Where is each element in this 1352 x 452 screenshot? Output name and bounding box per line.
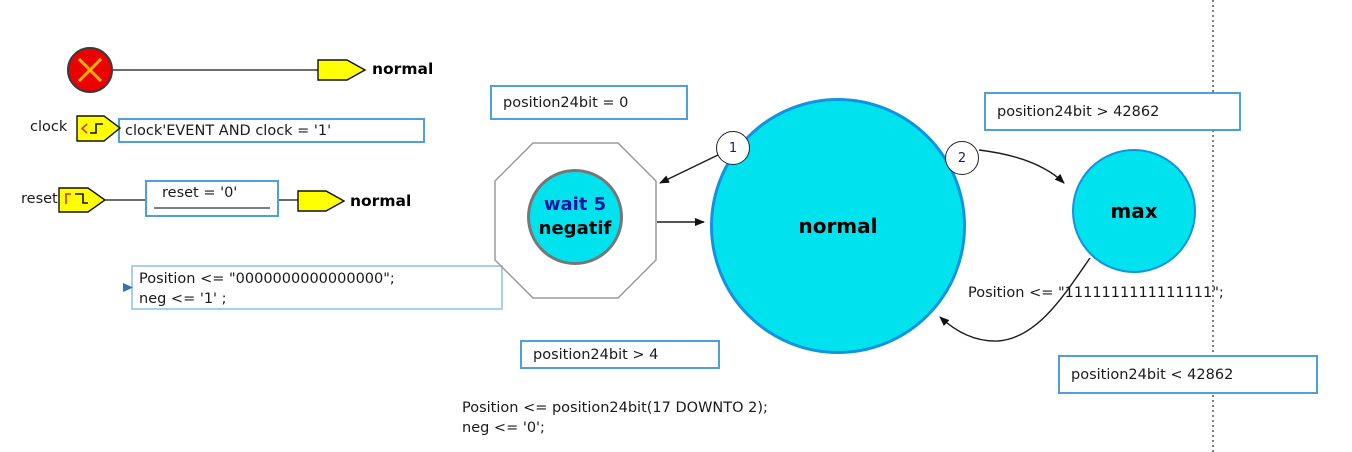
state-normal[interactable]: normal [710, 98, 966, 354]
transition-junction-1[interactable]: 1 [716, 131, 750, 165]
clock-condition-text: clock'EVENT AND clock = '1' [125, 122, 332, 139]
junction-2-number: 2 [957, 150, 967, 166]
condition-gt-42862-text: position24bit > 42862 [997, 103, 1160, 120]
condition-box-eq-zero[interactable]: position24bit = 0 [490, 85, 688, 120]
condition-eq-zero-text: position24bit = 0 [503, 94, 629, 111]
transition-junction-2[interactable]: 2 [945, 141, 979, 175]
junction-1-number: 1 [728, 140, 738, 156]
normal-action-line2: neg <= '0'; [462, 420, 545, 436]
reset-target-label[interactable]: normal [350, 192, 412, 210]
max-action-text[interactable]: Position <= "1111111111111111"; [968, 285, 1224, 301]
reset-start-state[interactable] [67, 47, 113, 93]
reset-action-line2: neg <= '1' ; [139, 291, 227, 307]
reset-action-line1: Position <= "0000000000000000"; [139, 271, 395, 287]
normal-action-line1: Position <= position24bit(17 DOWNTO 2); [462, 400, 768, 416]
condition-gt-4-text: position24bit > 4 [533, 346, 659, 363]
state-max[interactable]: max [1072, 149, 1196, 273]
reset-condition-box[interactable]: reset = '0' [145, 180, 279, 217]
clock-condition-box[interactable]: clock'EVENT AND clock = '1' [118, 118, 425, 143]
condition-box-gt-4[interactable]: position24bit > 4 [520, 340, 720, 369]
start-target-label[interactable]: normal [372, 60, 434, 78]
start-x-icon [77, 57, 103, 83]
condition-box-gt-42862[interactable]: position24bit > 42862 [984, 92, 1241, 131]
clock-port-label[interactable]: clock [30, 119, 68, 135]
reset-port-label[interactable]: reset [21, 191, 58, 207]
state-max-label: max [1110, 199, 1158, 223]
condition-box-lt-42862[interactable]: position24bit < 42862 [1058, 355, 1318, 394]
state-wait-negatif[interactable]: wait 5 negatif [527, 169, 623, 265]
state-wait-title: wait 5 [543, 194, 607, 215]
condition-lt-42862-text: position24bit < 42862 [1071, 366, 1234, 383]
state-wait-subtitle: negatif [538, 218, 612, 239]
reset-condition-text: reset = '0' [162, 185, 238, 201]
normal-action-text[interactable]: Position <= position24bit(17 DOWNTO 2); … [462, 398, 768, 438]
reset-action-box[interactable]: Position <= "0000000000000000"; neg <= '… [131, 265, 503, 310]
state-normal-label: normal [798, 214, 878, 238]
